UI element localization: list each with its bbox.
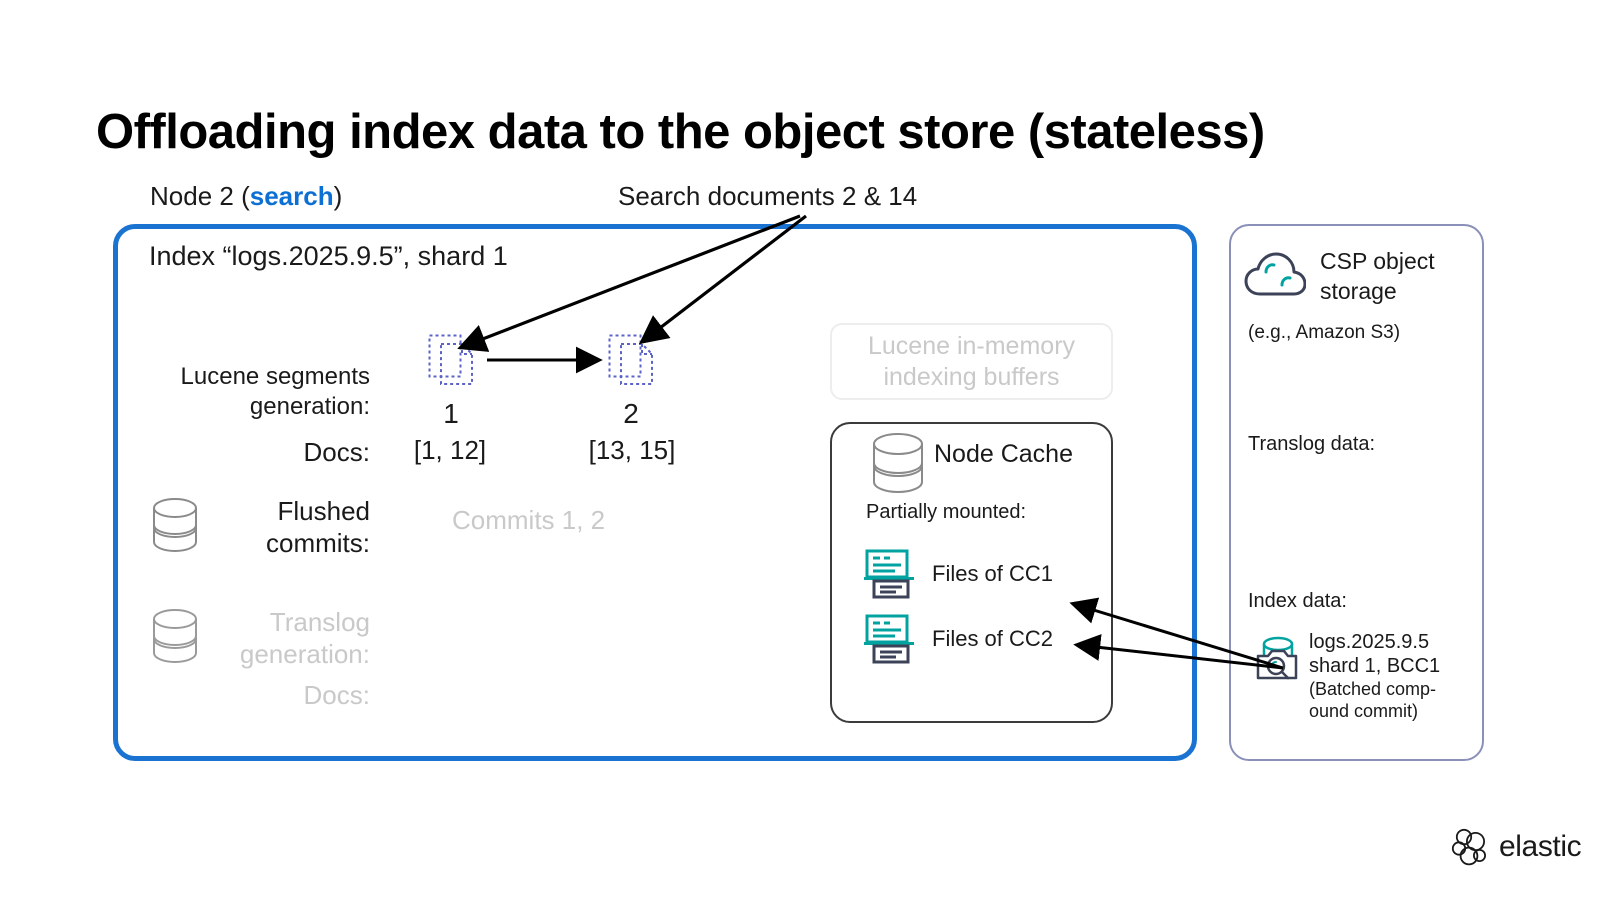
translog-docs-row-label: Docs:: [303, 680, 370, 710]
search-documents-label: Search documents 2 & 14: [618, 181, 918, 211]
node-label-suffix: ): [333, 181, 343, 211]
docs-row-label: Docs:: [303, 437, 370, 467]
database-icon-flushed-commits: [153, 498, 197, 552]
elastic-logo-icon: [1451, 828, 1486, 866]
csp-title-line1: CSP object: [1320, 248, 1435, 274]
csp-title: CSP object storage: [1320, 246, 1480, 307]
translog-row-label: Translog generation:: [200, 606, 370, 670]
lucene-buffers-line2: indexing buffers: [883, 362, 1060, 391]
brand-name: elastic: [1499, 830, 1582, 863]
partially-mounted-label: Partially mounted:: [866, 501, 1027, 523]
csp-index-data-label: Index data:: [1248, 590, 1347, 612]
segments-row-label-line1: Lucene segments: [180, 363, 370, 390]
csp-subtitle: (e.g., Amazon S3): [1248, 322, 1401, 343]
csp-index-entry-line3: (Batched comp-: [1309, 678, 1437, 699]
node-label: Node 2 (search): [150, 181, 342, 212]
lucene-indexing-buffers-box: Lucene in-memory indexing buffers: [830, 323, 1113, 400]
node-role-label: search: [249, 181, 334, 211]
batched-compound-commit-icon: [1256, 636, 1298, 680]
node-cache-file-label-2: Files of CC2: [932, 626, 1054, 651]
csp-index-entry-text: logs.2025.9.5 shard 1, BCC1 (Batched com…: [1309, 630, 1489, 723]
node-cache-file-label-1: Files of CC1: [932, 561, 1054, 586]
node-cache-title: Node Cache: [934, 440, 1073, 468]
segment-docs-2: [13, 15]: [588, 435, 676, 465]
segment-docs-1: [1, 12]: [413, 435, 487, 465]
lucene-segment-icon-1: [428, 334, 473, 385]
node-cache-file-item-1: Files of CC1: [864, 547, 1094, 601]
lucene-segment-icon-2: [608, 334, 653, 385]
segment-generation-1: 1: [443, 398, 459, 429]
segments-row-label: Lucene segments generation:: [130, 362, 370, 422]
lucene-buffers-line1: Lucene in-memory: [867, 332, 1076, 360]
node-label-prefix: Node 2 (: [150, 181, 250, 211]
flushed-commits-row-label: Flushed commits:: [200, 495, 370, 559]
database-icon-node-cache: [873, 433, 923, 493]
flushed-commits-value: Commits 1, 2: [452, 505, 606, 535]
csp-title-line2: storage: [1320, 278, 1397, 305]
csp-translog-data-label: Translog data:: [1248, 433, 1376, 455]
file-stack-icon: [864, 614, 914, 664]
flushed-commits-label-line2: commits:: [266, 528, 370, 559]
file-stack-icon: [864, 549, 914, 599]
translog-label-line2: generation:: [239, 639, 370, 670]
index-title: Index “logs.2025.9.5”, shard 1: [149, 241, 508, 271]
page-title: Offloading index data to the object stor…: [96, 105, 1265, 159]
segments-row-label-line2: generation:: [249, 392, 370, 420]
flushed-commits-label-line1: Flushed: [277, 496, 371, 526]
brand-logo: elastic: [1448, 826, 1582, 868]
translog-label-line1: Translog: [269, 607, 370, 637]
segment-generation-2: 2: [623, 398, 639, 429]
database-icon-translog: [153, 609, 197, 663]
cloud-icon: [1244, 252, 1306, 296]
csp-index-entry-line1: logs.2025.9.5: [1309, 631, 1430, 653]
node-cache-file-item-2: Files of CC2: [864, 612, 1094, 666]
csp-index-entry-line2: shard 1, BCC1: [1309, 655, 1441, 678]
csp-index-entry-line4: ound commit): [1309, 700, 1419, 721]
